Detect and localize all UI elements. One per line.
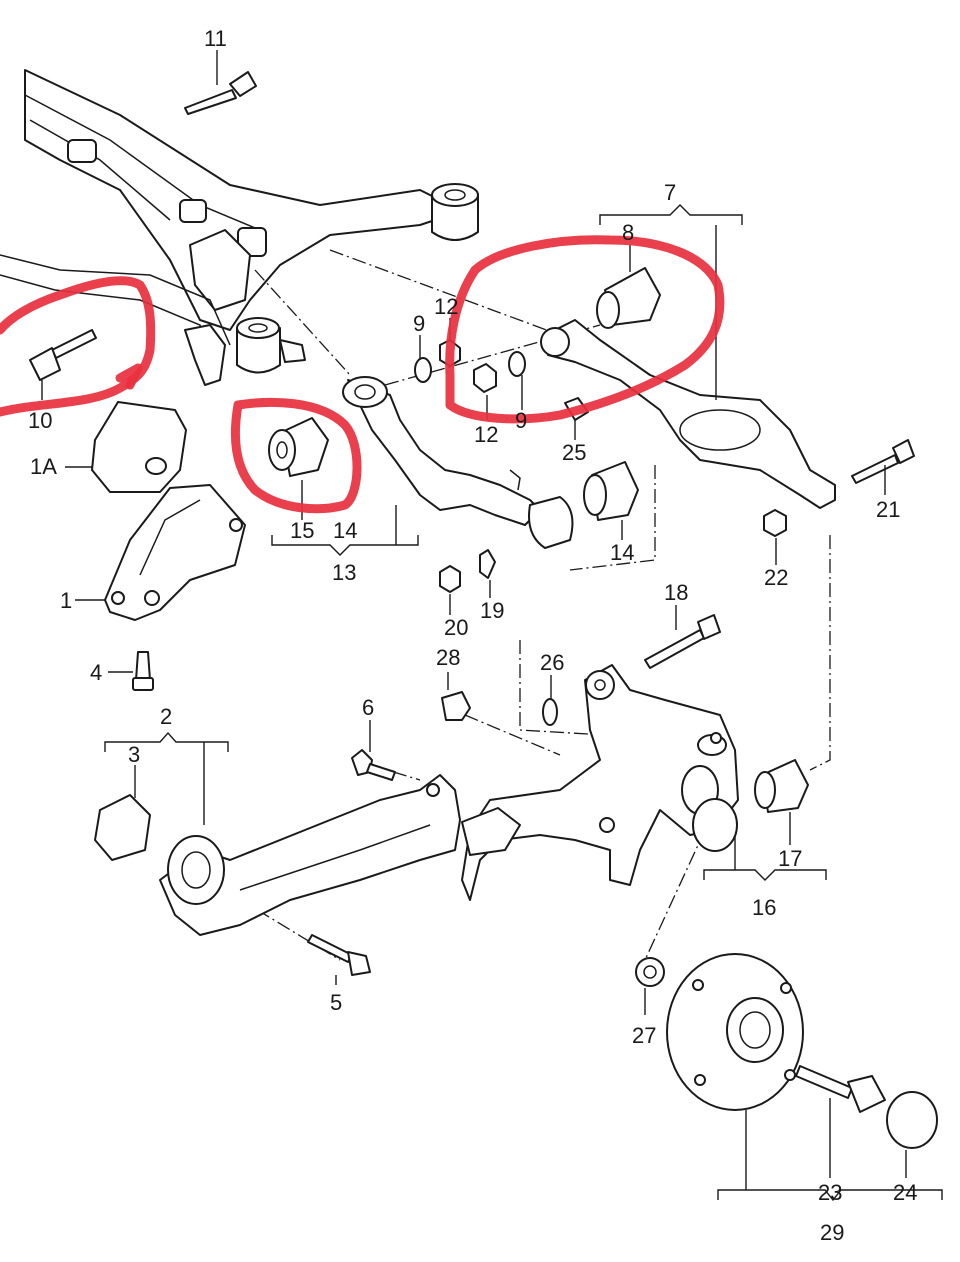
bushing-16-ring xyxy=(692,798,738,852)
label-23: 23 xyxy=(818,1180,842,1205)
label-7: 7 xyxy=(664,180,676,205)
label-16: 16 xyxy=(752,895,776,920)
highlight-bolt-10 xyxy=(0,276,156,417)
washer-19 xyxy=(479,549,496,579)
bolt-10 xyxy=(29,329,97,381)
label-17: 17 xyxy=(778,846,802,871)
label-21: 21 xyxy=(876,497,900,522)
label-6: 6 xyxy=(362,695,374,720)
label-5: 5 xyxy=(330,990,342,1015)
highlight-bushing-15 xyxy=(230,397,362,514)
bolt-21 xyxy=(851,439,915,484)
bolt-6 xyxy=(351,749,396,781)
lower-arm-7 xyxy=(540,319,836,509)
bushing-8 xyxy=(596,267,661,329)
label-19: 19 xyxy=(480,598,504,623)
label-8: 8 xyxy=(622,220,634,245)
bushing-17 xyxy=(754,759,809,813)
label-14-right: 14 xyxy=(610,540,634,565)
label-24: 24 xyxy=(893,1180,917,1205)
highlight-bushing-8 xyxy=(445,235,725,424)
label-29: 29 xyxy=(820,1220,844,1245)
label-14-left: 14 xyxy=(333,518,357,543)
bolt-18 xyxy=(644,614,721,669)
label-2: 2 xyxy=(160,704,172,729)
label-15: 15 xyxy=(290,518,314,543)
bolt-5 xyxy=(307,934,371,976)
washer-26 xyxy=(542,698,558,726)
cover-1a xyxy=(91,401,187,493)
highlight-arrow xyxy=(115,363,143,390)
label-20: 20 xyxy=(444,615,468,640)
label-1: 1 xyxy=(60,588,72,613)
label-11: 11 xyxy=(204,26,227,51)
bushing-14 xyxy=(583,461,639,521)
label-12-upper: 12 xyxy=(434,294,458,319)
label-3: 3 xyxy=(128,742,140,767)
bushing-28 xyxy=(441,691,471,721)
wheel-knuckle xyxy=(461,664,739,901)
seal-27 xyxy=(635,957,665,987)
label-9-right: 9 xyxy=(515,408,527,433)
washer-9-right xyxy=(508,351,526,377)
label-26: 26 xyxy=(540,650,564,675)
label-28: 28 xyxy=(436,645,460,670)
label-9-left: 9 xyxy=(413,311,425,336)
screw-4 xyxy=(132,651,154,691)
highlight-marks xyxy=(0,235,725,514)
cap-24 xyxy=(886,1091,938,1149)
nut-20 xyxy=(439,565,461,593)
label-18: 18 xyxy=(664,580,688,605)
nut-22 xyxy=(763,509,787,537)
label-1a: 1A xyxy=(30,454,57,479)
wheel-hub-29 xyxy=(666,953,804,1111)
label-27: 27 xyxy=(632,1023,656,1048)
mount-1 xyxy=(104,484,246,621)
label-10: 10 xyxy=(28,408,52,433)
washer-9-left xyxy=(414,357,432,383)
bushing-3 xyxy=(94,794,151,861)
label-4: 4 xyxy=(90,660,102,685)
label-12-lower: 12 xyxy=(474,422,498,447)
part-labels: 11 7 8 12 9 10 12 9 25 1A 21 15 14 14 13… xyxy=(28,26,917,1245)
bolt-11 xyxy=(184,71,257,115)
label-13: 13 xyxy=(332,560,356,585)
label-25: 25 xyxy=(562,440,586,465)
trailing-arm-2 xyxy=(159,774,461,936)
bolt-23 xyxy=(795,1065,886,1113)
link-13 xyxy=(342,376,574,549)
bushing-15 xyxy=(268,417,329,477)
label-22: 22 xyxy=(764,565,788,590)
rear-subframe xyxy=(0,69,479,386)
nut-12-lower xyxy=(473,363,497,393)
